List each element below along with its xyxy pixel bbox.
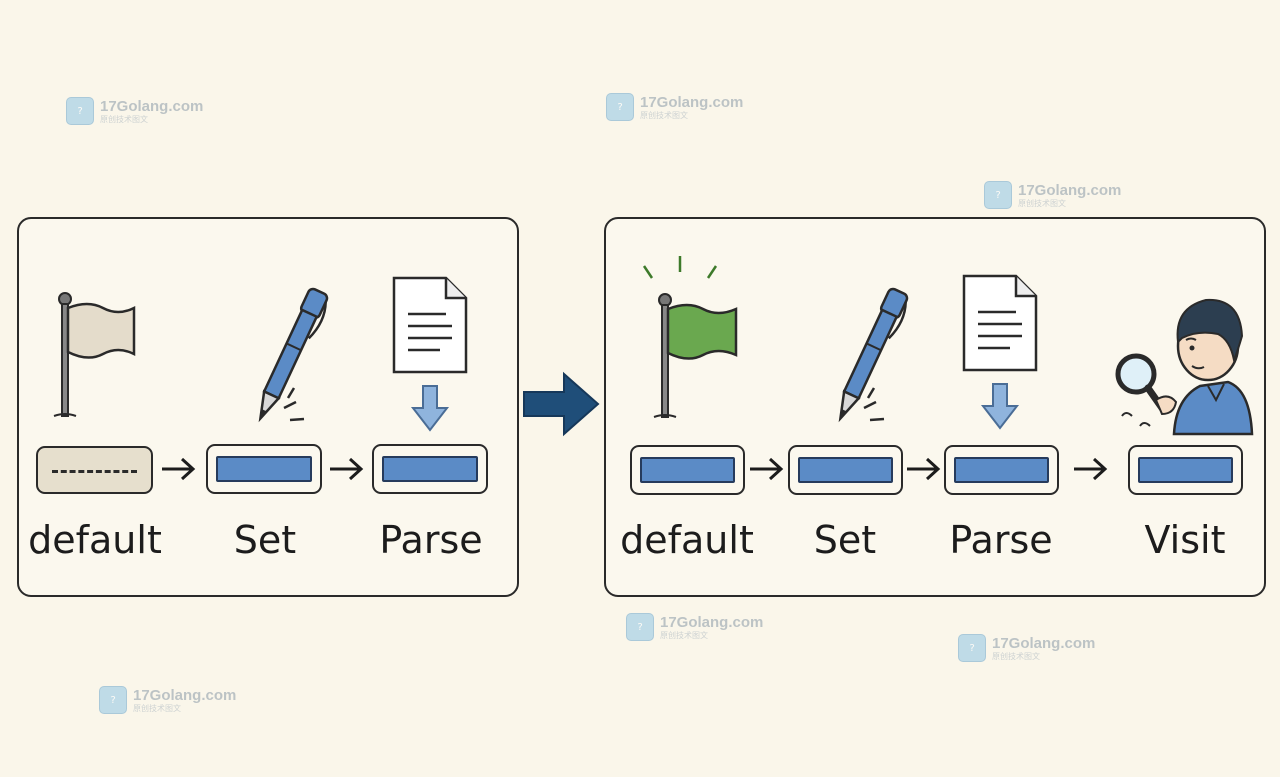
label-set: Set [233, 518, 297, 562]
arrow-right-icon [907, 457, 941, 481]
watermark-sub: 原创技术图文 [992, 651, 1040, 661]
watermark-sub: 原创技术图文 [640, 110, 688, 120]
label-visit: Visit [1144, 518, 1226, 562]
watermark-logo-icon: ? [99, 686, 127, 714]
label-parse: Parse [949, 518, 1053, 562]
pen-icon [258, 287, 329, 423]
slot-parse [372, 444, 488, 494]
watermark-logo-icon: ? [606, 93, 634, 121]
down-arrow-icon [410, 385, 450, 432]
label-parse: Parse [379, 518, 483, 562]
pen-icon [838, 287, 909, 423]
watermark-sub: 原创技术图文 [133, 703, 181, 713]
document-icon [392, 276, 468, 374]
flag-icon [53, 292, 136, 417]
slot-default [36, 446, 153, 494]
watermark-name: 17Golang.com [992, 634, 1096, 652]
arrow-right-icon [330, 457, 364, 481]
label-default: default [28, 518, 162, 562]
label-set: Set [813, 518, 877, 562]
watermark-name: 17Golang.com [133, 686, 237, 704]
person-magnifier-icon [1115, 298, 1254, 436]
down-arrow-icon [980, 383, 1020, 430]
watermark-name: 17Golang.com [640, 93, 744, 111]
watermark-name: 17Golang.com [100, 97, 204, 115]
watermark-name: 17Golang.com [660, 613, 764, 631]
slot-visit [1128, 445, 1243, 495]
document-icon [962, 274, 1038, 372]
panel-after [604, 217, 1266, 597]
watermark-logo-icon: ? [984, 181, 1012, 209]
slot-default [630, 445, 745, 495]
watermark-sub: 原创技术图文 [1018, 198, 1066, 208]
flag-icon [642, 256, 738, 418]
arrow-right-icon [1074, 457, 1108, 481]
arrow-right-icon [162, 457, 196, 481]
watermark-sub: 原创技术图文 [100, 114, 148, 124]
big-arrow-right-icon [523, 371, 600, 437]
slot-set [788, 445, 903, 495]
slot-set [206, 444, 322, 494]
watermark-logo-icon: ? [626, 613, 654, 641]
watermark-logo-icon: ? [958, 634, 986, 662]
watermark-sub: 原创技术图文 [660, 630, 708, 640]
label-default: default [620, 518, 754, 562]
watermark-name: 17Golang.com [1018, 181, 1122, 199]
watermark-logo-icon: ? [66, 97, 94, 125]
arrow-right-icon [750, 457, 784, 481]
slot-parse [944, 445, 1059, 495]
